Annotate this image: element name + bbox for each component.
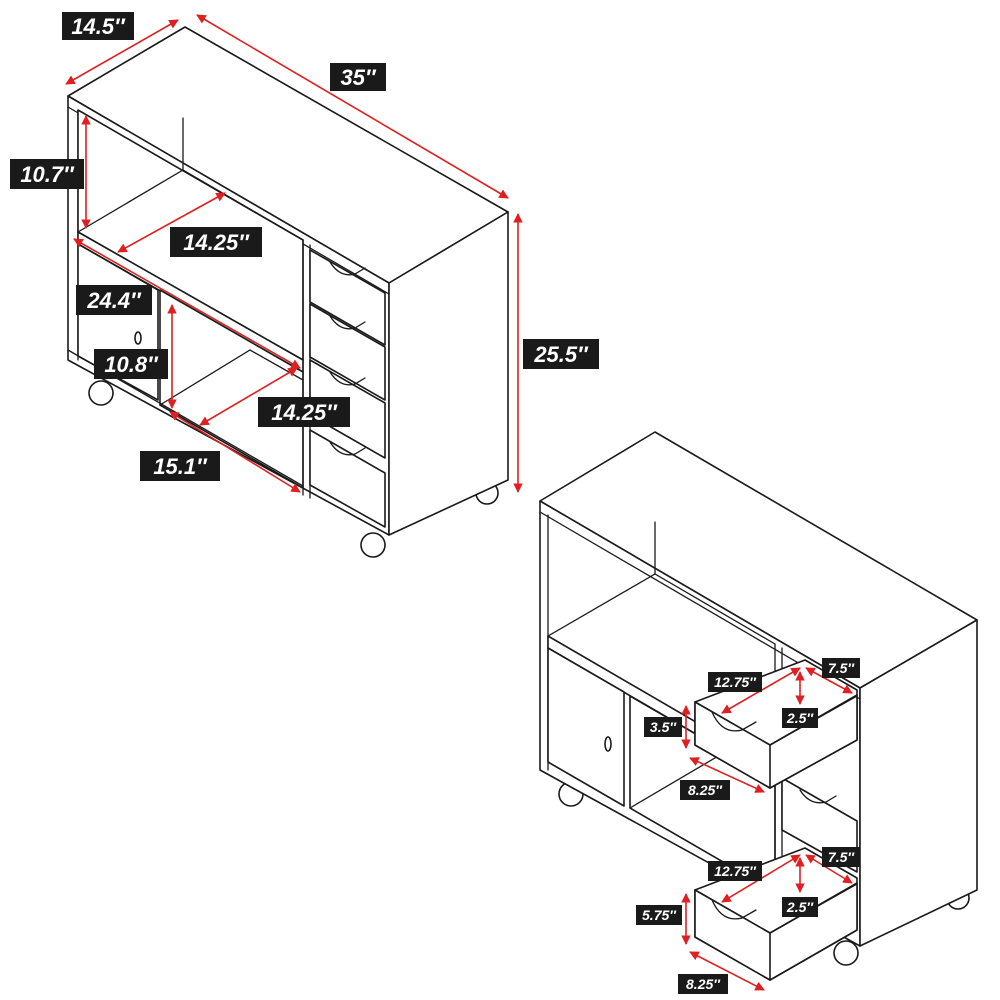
label-large-drawer-inner-height-text: 2.5″ (786, 899, 814, 915)
label-width: 35″ (330, 63, 386, 91)
label-large-drawer-depth-text: 7.5″ (828, 849, 855, 865)
drawer-front-4 (309, 429, 386, 528)
label-width-text: 35″ (340, 65, 376, 90)
label-height: 25.5″ (523, 339, 599, 369)
label-depth: 14.5″ (62, 12, 134, 40)
label-lower-opening-height-text: 10.8″ (104, 352, 159, 377)
label-small-drawer-inner-height-text: 2.5″ (786, 710, 814, 726)
label-small-drawer-height: 3.5″ (644, 717, 682, 737)
label-large-drawer-length-text: 8.25″ (686, 976, 721, 992)
label-lower-shelf-depth-text: 14.25″ (271, 400, 338, 425)
label-small-drawer-length-text: 8.25″ (688, 782, 723, 798)
label-shelf-width-text: 24.4″ (86, 288, 142, 313)
label-small-drawer-height-text: 3.5″ (650, 719, 677, 735)
label-upper-shelf-depth: 14.25″ (170, 227, 262, 257)
drawer-stack (309, 249, 386, 528)
label-upper-shelf-depth-text: 14.25″ (183, 230, 250, 255)
label-large-drawer-height: 5.75″ (636, 905, 682, 925)
label-large-drawer-length: 8.25″ (678, 974, 728, 994)
label-lower-opening-height: 10.8″ (94, 349, 168, 379)
drawer-front-2 (309, 303, 386, 401)
label-lower-shelf-depth: 14.25″ (258, 397, 350, 427)
label-lower-opening-width-text: 15.1″ (153, 454, 208, 479)
label-depth-text: 14.5″ (71, 14, 126, 39)
label-large-drawer-height-text: 5.75″ (642, 907, 677, 923)
label-height-text: 25.5″ (533, 342, 589, 367)
label-small-drawer-inner-height: 2.5″ (782, 708, 818, 728)
drawer-front-1 (309, 249, 386, 346)
label-small-drawer-width: 12.75″ (708, 672, 762, 692)
label-small-drawer-width-text: 12.75″ (714, 674, 757, 690)
label-small-drawer-length: 8.25″ (680, 780, 730, 800)
open-cabinet-door (547, 647, 625, 807)
label-small-drawer-depth: 7.5″ (822, 658, 860, 678)
label-upper-opening-height-text: 10.7″ (20, 162, 75, 187)
cabinet-front-dimension-lines (65, 14, 523, 493)
label-large-drawer-depth: 7.5″ (822, 847, 860, 867)
label-large-drawer-width-text: 12.75″ (714, 863, 757, 879)
cabinet-right-side (388, 211, 509, 536)
label-small-drawer-depth-text: 7.5″ (828, 660, 855, 676)
label-large-drawer-inner-height: 2.5″ (782, 897, 818, 917)
label-shelf-width: 24.4″ (76, 285, 152, 315)
cabinet-open-drawing (539, 431, 978, 981)
label-lower-opening-width: 15.1″ (140, 451, 220, 481)
door-lock (134, 331, 142, 345)
label-upper-opening-height: 10.7″ (10, 159, 84, 189)
label-large-drawer-width: 12.75″ (708, 861, 762, 881)
open-door-lock (604, 736, 612, 752)
